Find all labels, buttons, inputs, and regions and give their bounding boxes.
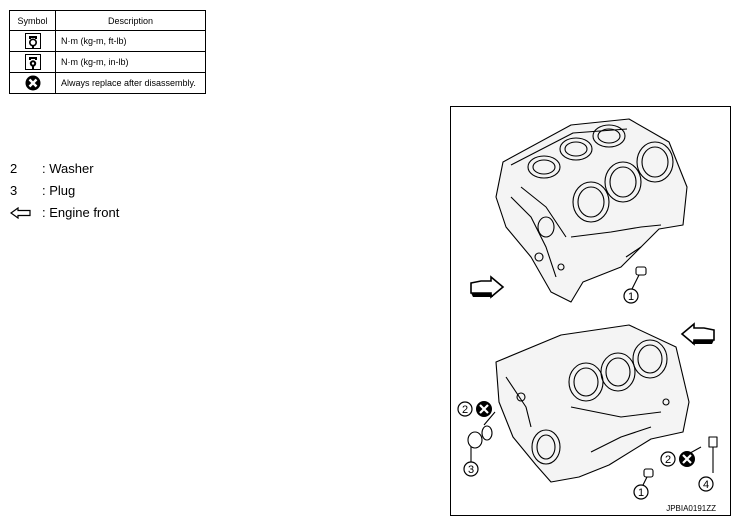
callout-2-right: 2 bbox=[660, 451, 676, 467]
svg-text:1: 1 bbox=[628, 291, 634, 303]
callout-4: 4 bbox=[698, 476, 714, 492]
always-replace-icon bbox=[679, 451, 695, 467]
table-cell-description: N·m (kg-m, in-lb) bbox=[55, 51, 206, 73]
svg-text:2: 2 bbox=[462, 404, 468, 416]
figure-code: JPBIA0191ZZ bbox=[666, 504, 716, 513]
symbol-header: Symbol bbox=[9, 10, 56, 31]
torque-wrench-ftlb-icon bbox=[24, 33, 41, 49]
svg-text:1: 1 bbox=[638, 487, 644, 499]
engine-block-bottom bbox=[495, 324, 690, 483]
torque-wrench-inlb-icon bbox=[24, 54, 41, 70]
table-cell-description: N·m (kg-m, ft-lb) bbox=[55, 30, 206, 52]
legend-label: : Plug bbox=[42, 183, 76, 198]
svg-text:3: 3 bbox=[468, 464, 474, 476]
table-row: N·m (kg-m, ft-lb) bbox=[9, 30, 206, 52]
engine-front-arrow-icon bbox=[10, 207, 31, 219]
legend-number: 2 bbox=[10, 161, 18, 176]
legend-label: : Washer bbox=[42, 161, 94, 176]
table-row: N·m (kg-m, in-lb) bbox=[9, 51, 206, 73]
always-replace-icon bbox=[476, 401, 492, 417]
description-header: Description bbox=[55, 10, 206, 31]
callout-1-top: 1 bbox=[623, 288, 639, 304]
table-row: Always replace after disassembly. bbox=[9, 72, 206, 94]
engine-block-top bbox=[495, 118, 688, 303]
legend-label: : Engine front bbox=[42, 205, 120, 220]
legend-number: 3 bbox=[10, 183, 18, 198]
cylinder-block-figure: 1 2 3 2 1 bbox=[450, 106, 731, 516]
svg-text:4: 4 bbox=[703, 479, 709, 491]
callout-3: 3 bbox=[463, 461, 479, 477]
svg-text:2: 2 bbox=[665, 454, 671, 466]
always-replace-icon bbox=[25, 75, 40, 91]
table-cell-description: Always replace after disassembly. bbox=[55, 72, 206, 94]
callout-1-bottom: 1 bbox=[633, 484, 649, 500]
callout-2-left: 2 bbox=[457, 401, 473, 417]
symbol-table: Symbol Description N·m (kg-m, ft-lb) N·m… bbox=[9, 10, 206, 94]
cylinder-block-drawing: 1 2 3 2 1 bbox=[457, 118, 718, 500]
